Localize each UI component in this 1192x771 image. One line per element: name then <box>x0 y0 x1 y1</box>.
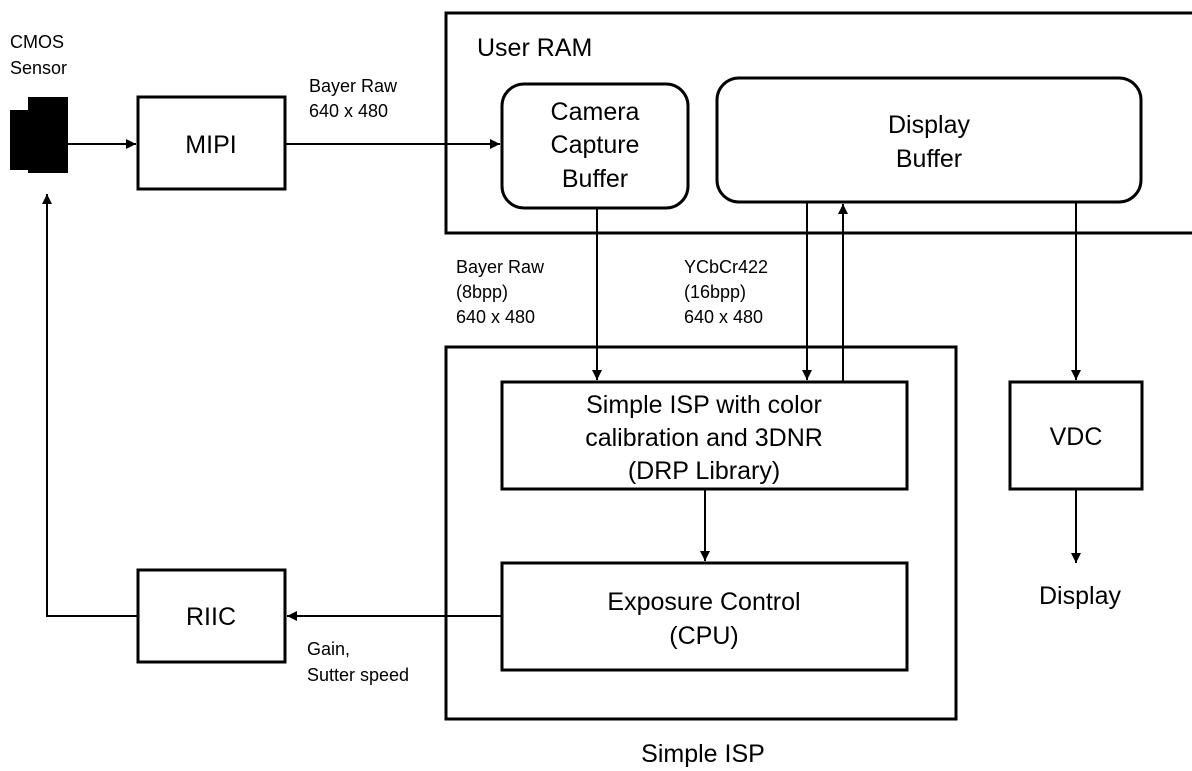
simple-isp-box <box>500 380 909 491</box>
annotation-ycbcr-line3: 640 x 480 <box>684 307 763 327</box>
sensor-label-line1: CMOS <box>10 32 64 52</box>
camera-capture-buffer: Camera Capture Buffer <box>500 82 690 210</box>
annotation-bayer-line3: 640 x 480 <box>456 307 535 327</box>
annotation-ycbcr-line2: (16bpp) <box>684 282 746 302</box>
simple-isp-line1: Simple ISP with color <box>586 391 822 419</box>
simple-isp-group-label: Simple ISP <box>641 740 765 768</box>
mipi-block: MIPI <box>136 95 287 191</box>
annotation-mipi-to-buffer: Bayer Raw 640 x 480 <box>309 76 398 121</box>
annotation-ycbcr-line1: YCbCr422 <box>684 257 768 277</box>
exposure-control-block: Exposure Control (CPU) <box>500 561 909 672</box>
riic-block: RIIC <box>136 568 287 664</box>
camera-capture-buffer-line2: Capture <box>551 131 640 159</box>
cmos-sensor: CMOS Sensor <box>10 32 68 173</box>
annotation-isp-to-display-buffer: YCbCr422 (16bpp) 640 x 480 <box>684 257 768 327</box>
camera-capture-buffer-box <box>500 82 690 210</box>
vdc-block: VDC <box>1008 380 1144 491</box>
simple-isp-group: Simple ISP <box>444 345 958 768</box>
riic-label: RIIC <box>186 603 236 631</box>
annotation-bayer-line1: Bayer Raw <box>456 257 545 277</box>
annotation-bayer-line2: (8bpp) <box>456 282 508 302</box>
display-buffer-line1: Display <box>888 111 970 139</box>
simple-isp-group-border <box>444 345 958 721</box>
simple-isp-block: Simple ISP with color calibration and 3D… <box>500 380 909 491</box>
arrow-riic-to-sensor <box>42 194 138 617</box>
vdc-box <box>1008 380 1144 491</box>
annotation-mipi-line2: 640 x 480 <box>309 101 388 121</box>
sensor-label-line2: Sensor <box>10 58 67 78</box>
annotation-gain-line2: Sutter speed <box>307 665 409 685</box>
user-ram-label: User RAM <box>477 34 592 62</box>
annotation-gain-line1: Gain, <box>307 639 350 659</box>
camera-sensor-icon <box>10 97 68 173</box>
mipi-label: MIPI <box>185 131 236 159</box>
simple-isp-line3: (DRP Library) <box>628 457 780 485</box>
exposure-control-line1: Exposure Control <box>607 588 800 616</box>
camera-capture-buffer-line3: Buffer <box>562 165 628 193</box>
display-output-label: Display <box>1039 582 1121 610</box>
annotation-exposure-to-riic: Gain, Sutter speed <box>307 639 409 685</box>
annotation-mipi-line1: Bayer Raw <box>309 76 398 96</box>
camera-capture-buffer-line1: Camera <box>551 98 640 126</box>
exposure-control-box <box>500 561 909 672</box>
display-buffer-line2: Buffer <box>896 145 962 173</box>
exposure-control-line2: (CPU) <box>669 622 738 650</box>
annotation-buffer-to-isp: Bayer Raw (8bpp) 640 x 480 <box>456 257 545 327</box>
display-buffer: Display Buffer <box>715 76 1143 204</box>
simple-isp-line2: calibration and 3DNR <box>585 424 823 452</box>
user-ram-group: User RAM <box>444 11 1192 235</box>
vdc-label: VDC <box>1050 423 1103 451</box>
mipi-box <box>136 95 287 191</box>
display-buffer-box <box>715 76 1143 204</box>
user-ram-border <box>444 11 1192 235</box>
